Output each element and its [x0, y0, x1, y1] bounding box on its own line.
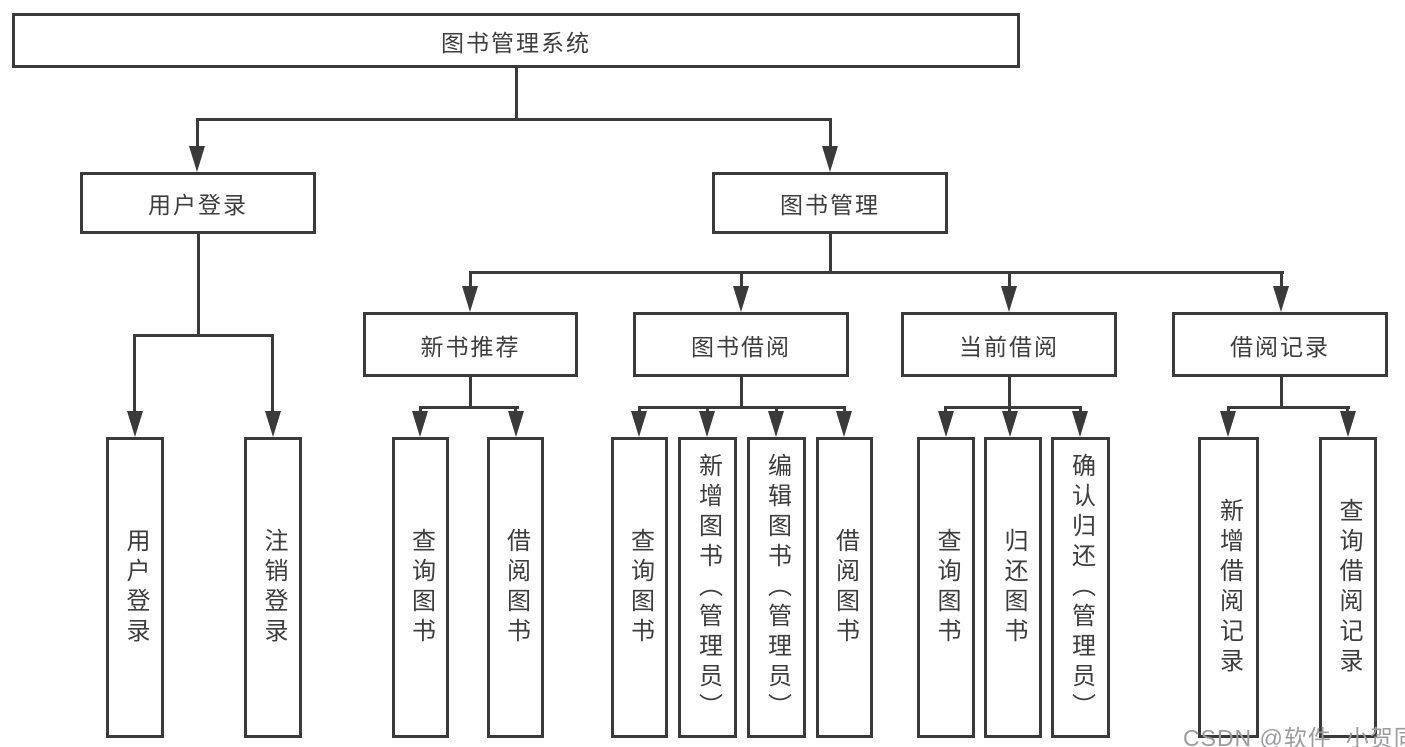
node-book-management-group: 图书管理 — [712, 172, 948, 234]
leaf-confirm-return-admin: 确认归还（管理员） — [1051, 437, 1110, 738]
leaf-borrow-books-2: 借阅图书 — [816, 437, 873, 738]
leaf-query-books-2: 查询图书 — [611, 437, 668, 738]
connector-shaft — [706, 406, 709, 414]
connector-l3-shaft-1 — [469, 271, 472, 289]
leaf-label: 查询图书 — [407, 527, 435, 648]
connector-shaft — [638, 406, 641, 414]
leaf-label: 借阅图书 — [502, 527, 530, 648]
arrow-down-icon — [822, 146, 838, 172]
connector-login-rail — [133, 334, 274, 337]
arrow-down-icon — [938, 411, 954, 437]
node-root: 图书管理系统 — [12, 13, 1020, 68]
leaf-query-borrow-record: 查询借阅记录 — [1319, 437, 1377, 738]
arrow-down-icon — [768, 411, 784, 437]
connector-shaft — [944, 406, 947, 414]
connector-borrow-rail — [638, 406, 846, 409]
leaf-label: 编辑图书（管理员） — [763, 452, 791, 723]
connector-l2-shaft-right — [829, 118, 832, 148]
connector-login-stem — [197, 234, 200, 337]
arrow-down-icon — [265, 411, 281, 437]
leaf-query-books-1: 查询图书 — [392, 437, 449, 738]
arrow-down-icon — [631, 411, 647, 437]
connector-shaft — [1008, 406, 1011, 414]
connector-shaft — [419, 406, 422, 414]
node-label: 图书管理 — [780, 192, 880, 218]
connector-l3-shaft-4 — [1280, 271, 1283, 289]
arrow-down-icon — [508, 411, 524, 437]
leaf-logout: 注销登录 — [244, 437, 302, 738]
leaf-label: 用户登录 — [122, 527, 149, 648]
leaf-user-login: 用户登录 — [106, 437, 164, 738]
leaf-edit-book-admin: 编辑图书（管理员） — [747, 437, 806, 738]
node-label: 用户登录 — [148, 192, 248, 218]
leaf-label: 查询图书 — [933, 527, 960, 648]
arrow-down-icon — [699, 411, 715, 437]
connector-l2-rail — [196, 118, 832, 121]
connector-current-rail — [944, 406, 1082, 409]
leaf-add-borrow-record: 新增借阅记录 — [1198, 437, 1259, 738]
arrow-down-icon — [412, 411, 428, 437]
connector-shaft — [1346, 406, 1349, 414]
connector-borrow-stem — [740, 377, 743, 409]
node-label: 新书推荐 — [420, 333, 521, 360]
connector-shaft — [775, 406, 778, 414]
arrow-down-icon — [127, 411, 143, 437]
connector-shaft — [1079, 406, 1082, 414]
node-new-book-recommend: 新书推荐 — [363, 312, 578, 377]
leaf-return-book: 归还图书 — [984, 437, 1042, 738]
node-label: 当前借阅 — [959, 333, 1059, 360]
node-borrow-records: 借阅记录 — [1172, 312, 1388, 377]
leaf-label: 借阅图书 — [831, 527, 859, 648]
arrow-down-icon — [1072, 411, 1088, 437]
connector-shaft — [514, 406, 517, 414]
connector-shaft — [843, 406, 846, 414]
leaf-label: 查询图书 — [626, 527, 654, 648]
leaf-borrow-books-1: 借阅图书 — [487, 437, 544, 738]
leaf-label: 注销登录 — [260, 527, 287, 648]
connector-l3-shaft-2 — [740, 271, 743, 289]
leaf-query-books-3: 查询图书 — [917, 437, 975, 738]
connector-l3-shaft-3 — [1008, 271, 1011, 289]
arrow-down-icon — [733, 286, 749, 312]
connector-l3-rail — [469, 271, 1284, 274]
arrow-down-icon — [1002, 411, 1018, 437]
arrow-down-icon — [1001, 286, 1017, 312]
connector-current-stem — [1008, 377, 1011, 409]
arrow-down-icon — [836, 411, 852, 437]
node-current-borrow: 当前借阅 — [901, 312, 1117, 377]
leaf-label: 归还图书 — [1000, 527, 1027, 648]
connector-login-shaft-2 — [271, 334, 274, 412]
arrow-down-icon — [189, 146, 205, 172]
connector-login-shaft-1 — [133, 334, 136, 412]
connector-records-rail — [1227, 406, 1350, 409]
connector-recommend-stem — [469, 377, 472, 409]
arrow-down-icon — [1220, 411, 1236, 437]
leaf-label: 查询借阅记录 — [1335, 497, 1362, 678]
connector-root-stem — [515, 68, 518, 121]
node-book-borrow: 图书借阅 — [633, 312, 849, 377]
connector-l2-shaft-left — [196, 118, 199, 148]
arrow-down-icon — [1273, 286, 1289, 312]
node-label: 图书借阅 — [691, 333, 791, 360]
node-user-login-group: 用户登录 — [80, 172, 316, 234]
connector-records-stem — [1280, 377, 1283, 409]
arrow-down-icon — [1340, 411, 1356, 437]
leaf-label: 确认归还（管理员） — [1067, 452, 1095, 723]
connector-recommend-rail — [419, 406, 519, 409]
csdn-watermark: CSDN @软件_小贺同学 — [1183, 725, 1405, 747]
leaf-label: 新增借阅记录 — [1215, 497, 1243, 678]
connector-shaft — [1227, 406, 1230, 414]
connector-mgmt-stem — [829, 234, 832, 274]
node-label: 借阅记录 — [1230, 333, 1330, 360]
arrow-down-icon — [462, 286, 478, 312]
node-root-label: 图书管理系统 — [441, 29, 591, 56]
leaf-label: 新增图书（管理员） — [694, 452, 722, 723]
leaf-add-book-admin: 新增图书（管理员） — [678, 437, 737, 738]
